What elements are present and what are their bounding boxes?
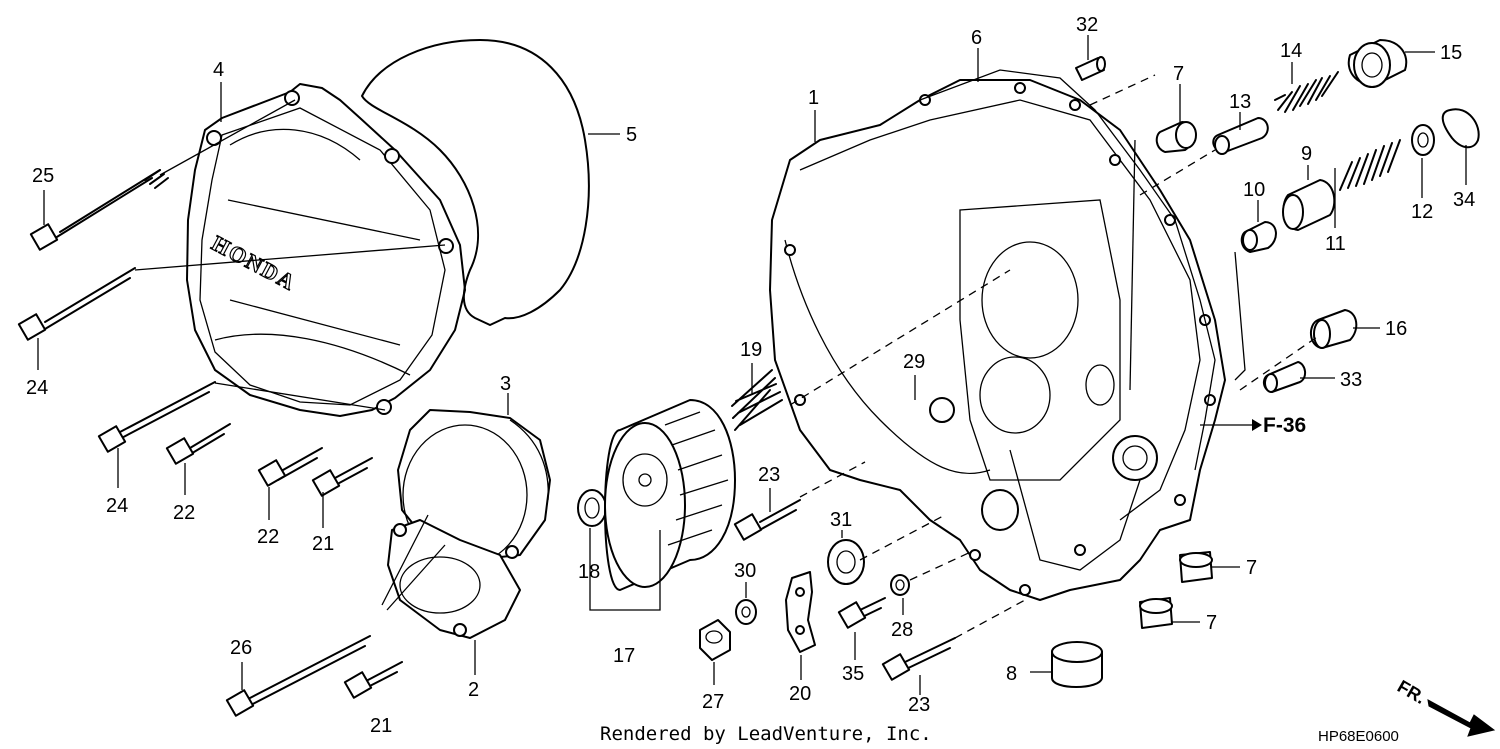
callout-33: 33 [1340, 369, 1362, 391]
spring-11[interactable] [1339, 139, 1401, 191]
seal-7-upper[interactable] [1155, 121, 1197, 153]
callout-7-upper: 7 [1173, 63, 1184, 85]
callout-13: 13 [1229, 91, 1251, 113]
callout-24-upper: 24 [26, 377, 48, 399]
callout-20: 20 [789, 683, 811, 705]
callout-23-lower: 23 [908, 694, 930, 716]
washer-12[interactable] [1411, 124, 1435, 156]
nut-27[interactable] [699, 619, 731, 661]
bolt-22-left[interactable] [165, 423, 231, 465]
callout-labels: 1 2 3 4 5 6 7 7 7 8 9 10 11 12 13 14 15 … [26, 14, 1475, 737]
callout-23-upper: 23 [758, 464, 780, 486]
bolt-26[interactable] [225, 635, 371, 717]
callout-21-upper: 21 [312, 533, 334, 555]
front-direction-arrow: FR. [1394, 676, 1496, 737]
svg-text:FR.: FR. [1394, 676, 1429, 708]
callout-26: 26 [230, 637, 252, 659]
bolt-22-mid[interactable] [257, 447, 323, 487]
footer-credit: Rendered by LeadVenture, Inc. [600, 723, 932, 745]
callout-16: 16 [1385, 318, 1407, 340]
spring-19[interactable] [731, 369, 783, 431]
callout-19: 19 [740, 339, 762, 361]
callout-25: 25 [32, 165, 54, 187]
callout-34: 34 [1453, 189, 1475, 211]
callout-14: 14 [1280, 40, 1302, 62]
bolt-23-upper[interactable] [733, 499, 801, 541]
callout-30: 30 [734, 560, 756, 582]
plug-8[interactable] [1051, 641, 1103, 688]
reference-f36: F-36 [1263, 414, 1306, 437]
callout-4: 4 [213, 59, 224, 81]
bolt-21-lower[interactable] [343, 661, 403, 699]
callout-21-lower: 21 [370, 715, 392, 737]
callout-28: 28 [891, 619, 913, 641]
collar-10[interactable] [1240, 221, 1277, 253]
circlip-34[interactable] [1441, 108, 1480, 149]
callout-5: 5 [626, 124, 637, 146]
collar-16[interactable] [1310, 309, 1358, 349]
cover-gasket[interactable] [361, 39, 590, 326]
bolt-24-upper[interactable] [17, 267, 136, 341]
plug-7-right[interactable] [1179, 551, 1213, 583]
plug-7-lower[interactable] [1139, 597, 1173, 629]
right-crankcase-cover[interactable] [769, 79, 1226, 601]
alignment-lines [134, 74, 1321, 639]
callout-7-right: 7 [1246, 557, 1257, 579]
callout-17: 17 [613, 645, 635, 667]
stay-20[interactable] [785, 571, 816, 653]
callout-18: 18 [578, 561, 600, 583]
bolt-21-upper[interactable] [311, 457, 373, 497]
washer-28[interactable] [890, 574, 910, 596]
bolt-35[interactable] [837, 597, 886, 629]
callout-27: 27 [702, 691, 724, 713]
callout-15: 15 [1440, 42, 1462, 64]
callout-6: 6 [971, 27, 982, 49]
callout-10: 10 [1243, 179, 1265, 201]
callout-9: 9 [1301, 143, 1312, 165]
relief-valve-13[interactable] [1212, 117, 1269, 155]
callout-3: 3 [500, 373, 511, 395]
callout-12: 12 [1411, 201, 1433, 223]
callout-24-lower: 24 [106, 495, 128, 517]
water-pump-cover[interactable] [387, 519, 521, 639]
callout-1: 1 [808, 87, 819, 109]
cover-gasket-6[interactable] [919, 69, 1216, 471]
left-crankcase-cover[interactable]: HONDA [186, 83, 466, 417]
bolt-23-lower[interactable] [881, 637, 956, 681]
callout-11: 11 [1325, 233, 1346, 255]
oil-filter[interactable] [604, 399, 736, 591]
callout-7-lower: 7 [1206, 612, 1217, 634]
washer-30[interactable] [735, 599, 757, 625]
dowel-33[interactable] [1262, 361, 1306, 393]
bolt-25[interactable] [29, 169, 169, 251]
callout-29: 29 [903, 351, 925, 373]
bolt-24-lower[interactable] [97, 381, 216, 453]
callout-2: 2 [468, 679, 479, 701]
callout-22-left: 22 [173, 502, 195, 524]
callout-8: 8 [1006, 663, 1017, 685]
diagram-code: HP68E0600 [1318, 728, 1399, 745]
spring-14[interactable] [1274, 71, 1339, 113]
plug-15[interactable] [1347, 39, 1408, 88]
callout-22-mid: 22 [257, 526, 279, 548]
seal-31[interactable] [827, 539, 865, 585]
piston-9[interactable] [1282, 179, 1336, 231]
oil-seal-18[interactable] [577, 489, 607, 527]
callout-32: 32 [1076, 14, 1098, 36]
dowel-pin-32[interactable] [1075, 56, 1106, 81]
callout-31: 31 [830, 509, 852, 531]
leader-lines [37, 35, 1467, 695]
callout-35: 35 [842, 663, 864, 685]
